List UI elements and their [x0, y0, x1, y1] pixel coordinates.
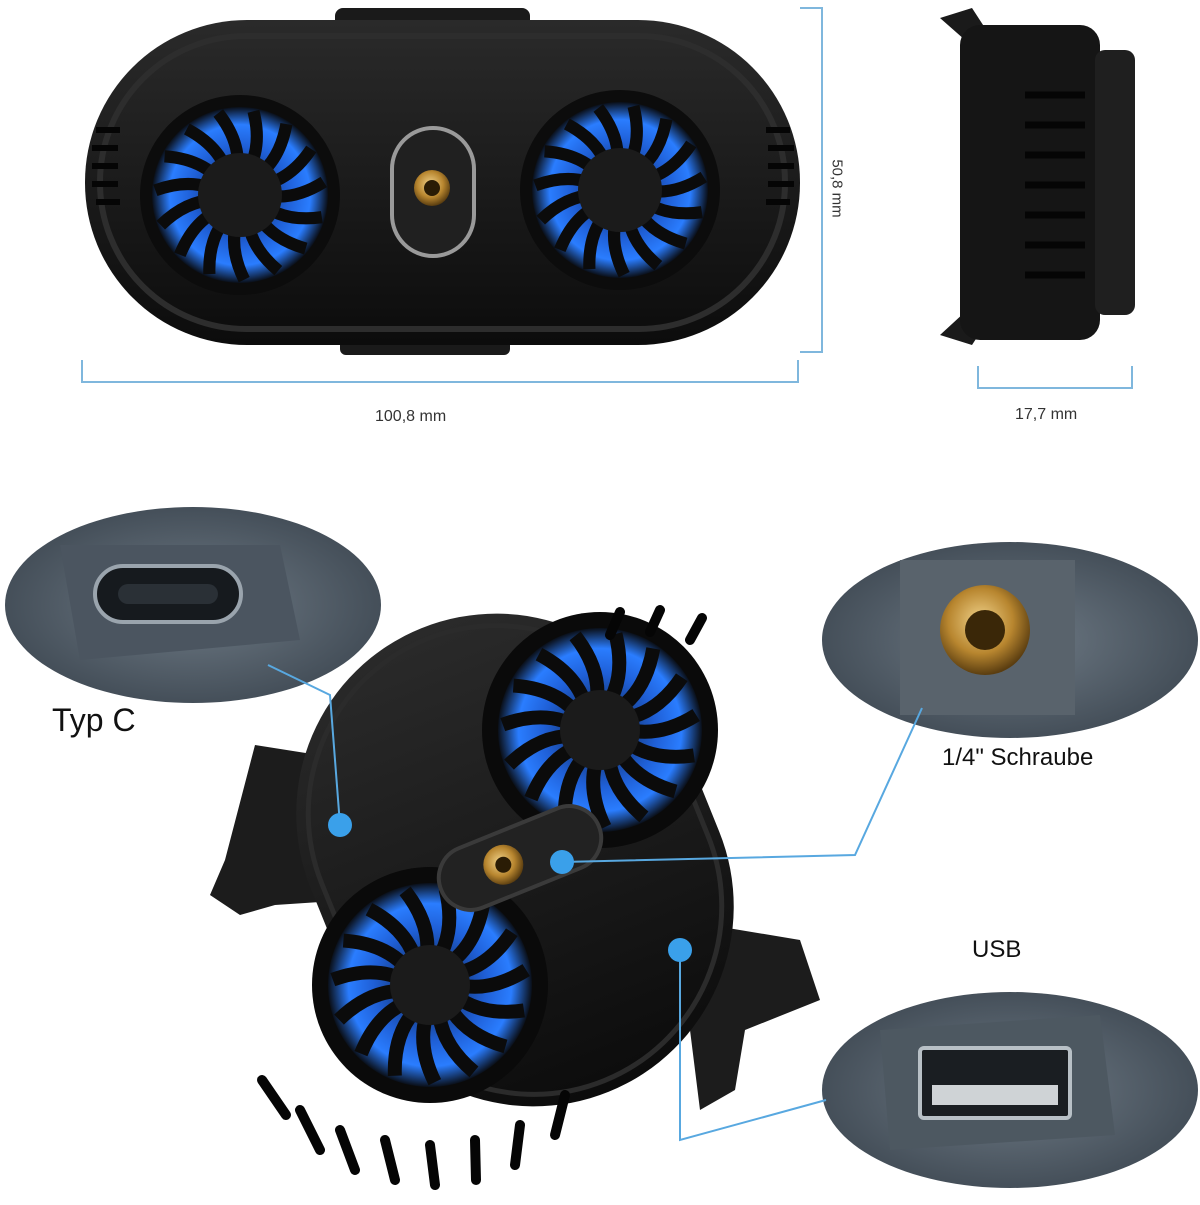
front-view-cooler: [85, 8, 800, 355]
dimension-lines: [81, 7, 1133, 389]
front-right-fan: [520, 90, 720, 290]
height-dimension-label: 50,8 mm: [828, 159, 846, 218]
side-view-cooler: [940, 8, 1135, 345]
width-dimension-label: 100,8 mm: [375, 408, 447, 425]
angled-view-cooler: [210, 605, 820, 1190]
angled-bottom-fan: [312, 867, 548, 1103]
front-tripod-mount: [390, 126, 476, 258]
screw-zoom: [822, 542, 1198, 738]
usb-label: USB: [972, 936, 1022, 963]
front-left-fan: [140, 95, 340, 295]
usb-zoom: [822, 992, 1198, 1188]
callout-dots: [328, 813, 692, 962]
angled-top-fan: [482, 612, 718, 848]
screw-label: 1/4" Schraube: [942, 744, 1094, 771]
type-c-label: Typ C: [52, 702, 136, 738]
type-c-zoom: [5, 507, 381, 703]
callout-lines: [267, 664, 923, 1142]
depth-dimension-label: 17,7 mm: [1015, 406, 1078, 423]
